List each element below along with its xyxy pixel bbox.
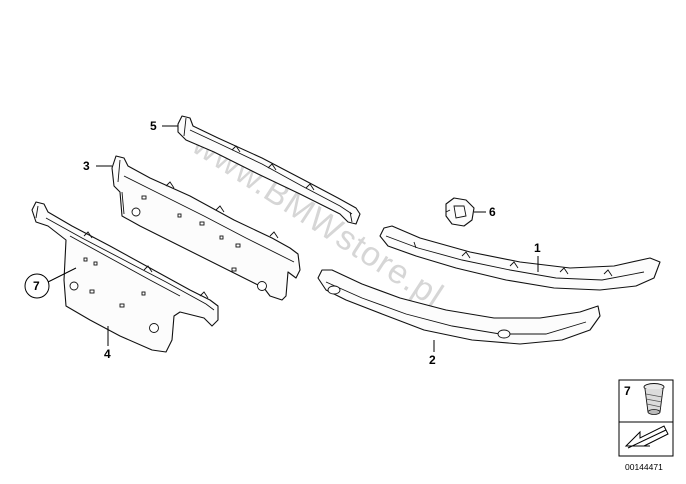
- legend-part-number: 7: [624, 384, 631, 398]
- mount-slot: [219, 235, 224, 240]
- mount-slot: [83, 257, 88, 262]
- mount-hole: [497, 329, 511, 339]
- mount-slot: [93, 261, 98, 266]
- mount-slot: [199, 221, 205, 226]
- mount-slot: [141, 291, 146, 296]
- mount-slot: [89, 289, 95, 294]
- part-1-trim-strip[interactable]: [379, 225, 661, 291]
- callout-part-6: 6: [489, 205, 496, 219]
- callout-part-2: 2: [429, 353, 436, 367]
- navigation-arrow-icon: [624, 425, 669, 449]
- callout-part-7: 7: [33, 279, 40, 293]
- callout-part-5: 5: [150, 119, 157, 133]
- mount-hole: [327, 285, 341, 295]
- part-2-trim-strip[interactable]: [317, 269, 601, 345]
- diagram-id: 00144471: [625, 462, 663, 472]
- legend-box: 7: [618, 379, 674, 457]
- mount-hole: [69, 281, 79, 291]
- callout-circle-7: [24, 273, 50, 299]
- mount-hole: [257, 281, 267, 291]
- callout-part-3: 3: [83, 159, 90, 173]
- mount-slot: [141, 195, 147, 200]
- mount-slot: [119, 303, 125, 308]
- callout-part-4: 4: [104, 347, 111, 361]
- mount-hole: [131, 207, 141, 217]
- part-3-license-plate-bracket[interactable]: [111, 155, 301, 301]
- mount-slot: [231, 267, 237, 272]
- callout-part-1: 1: [534, 241, 541, 255]
- part-5-carrier-strip[interactable]: [177, 115, 361, 225]
- part-4-license-plate-base[interactable]: [31, 201, 219, 353]
- leader-line-7: [47, 267, 77, 283]
- rivet-nut-icon: [643, 383, 665, 415]
- mount-slot: [177, 213, 182, 218]
- part-6-clip[interactable]: [445, 197, 475, 227]
- mount-slot: [235, 243, 241, 248]
- mount-hole: [149, 323, 159, 333]
